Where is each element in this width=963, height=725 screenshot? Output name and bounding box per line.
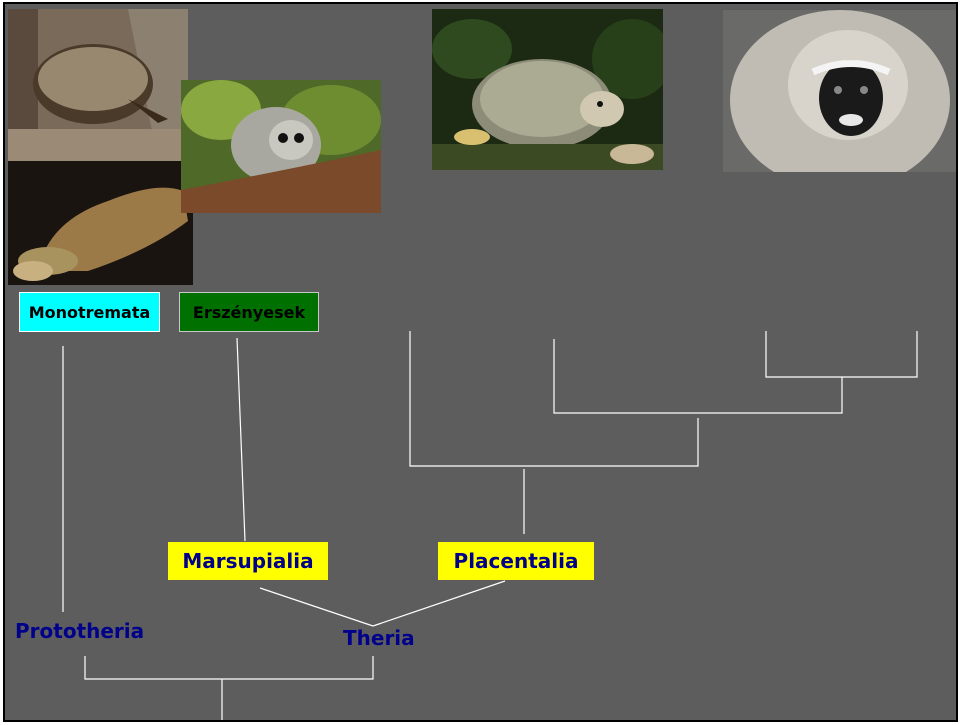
branch-theria-right — [373, 581, 505, 626]
marsupialia-label: Marsupialia — [168, 542, 328, 580]
phylogenetic-tree — [5, 4, 958, 722]
monotremata-label: Monotremata — [19, 292, 160, 332]
placentalia-label: Placentalia — [438, 542, 594, 580]
branch-theria-left — [260, 588, 373, 626]
slide: Monotremata Erszényesek Marsupialia Plac… — [3, 2, 958, 722]
prototheria-label: Prototheria — [15, 619, 144, 643]
branch-root-join — [85, 656, 373, 679]
theria-label: Theria — [343, 626, 415, 650]
branch-primates — [766, 331, 917, 377]
branch-hedgehog-primates — [554, 339, 842, 413]
branch-marsupialia — [237, 338, 245, 541]
erszenyesek-label: Erszényesek — [179, 292, 319, 332]
